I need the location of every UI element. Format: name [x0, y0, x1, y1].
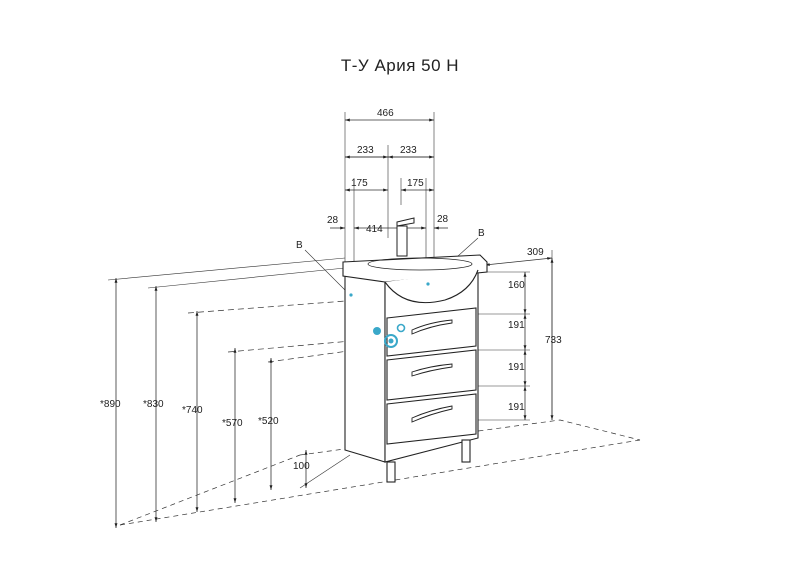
drawer-2	[386, 349, 477, 401]
drawer-3	[386, 393, 477, 445]
dim-191-3: 191	[508, 402, 525, 413]
handle-1-icon	[411, 319, 453, 335]
label-b-left: B	[296, 240, 303, 251]
top-extension-lines	[344, 112, 435, 262]
leg-front-right	[461, 439, 471, 463]
dim-191-2: 191	[508, 362, 525, 373]
handle-2-icon	[411, 363, 453, 377]
leader-b-left	[304, 249, 351, 296]
right-height-dims	[472, 258, 554, 421]
dim-191-1: 191	[508, 320, 525, 331]
drawer-1	[386, 307, 477, 357]
drain-icon	[384, 334, 398, 348]
dim-100: 100	[293, 461, 310, 472]
floor-outline	[119, 419, 641, 526]
dim-175-right: 175	[407, 178, 424, 189]
dim-890: *890	[100, 399, 121, 410]
dim-233-right: 233	[400, 145, 417, 156]
dim-466: 466	[377, 108, 394, 119]
dim-570: *570	[222, 418, 243, 429]
dim-414: 414	[366, 224, 383, 235]
dim-28-right: 28	[437, 214, 449, 225]
dim-740: *740	[182, 405, 203, 416]
dim-28-left: 28	[327, 215, 339, 226]
dim-175-left: 175	[351, 178, 368, 189]
dim-160: 160	[508, 280, 525, 291]
faucet-icon	[396, 217, 415, 227]
dim-309: 309	[527, 247, 544, 258]
left-extension-lines	[107, 257, 386, 489]
dim-309-line	[484, 257, 553, 266]
connection-markers	[349, 282, 430, 348]
dim-733: 733	[545, 335, 562, 346]
left-height-dims	[114, 278, 308, 528]
water-inlet-icon	[373, 327, 381, 335]
cabinet	[342, 217, 488, 483]
dim-520: *520	[258, 416, 279, 427]
dim-233-left: 233	[357, 145, 374, 156]
handle-3-icon	[411, 405, 453, 423]
dim-830: *830	[143, 399, 164, 410]
leg-front-left	[386, 461, 396, 483]
drawing-title: Т-У Ария 50 Н	[340, 56, 460, 75]
valve-c-icon	[396, 323, 406, 333]
label-b-right: B	[478, 228, 485, 239]
